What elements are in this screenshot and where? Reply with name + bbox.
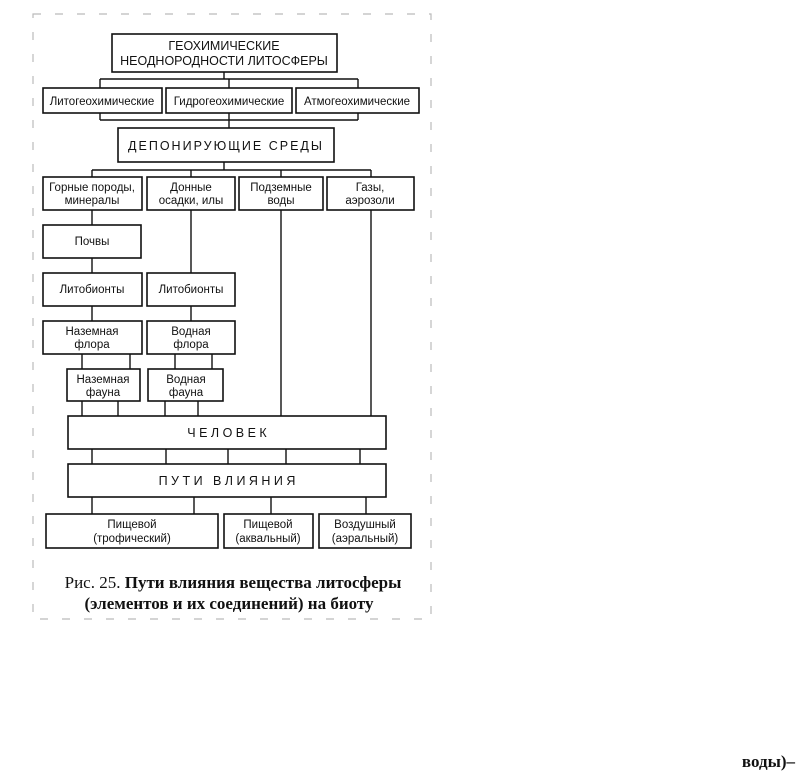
node-label-line2: (аквальный) <box>235 533 300 545</box>
node-label: Почвы <box>75 236 110 248</box>
caption-title-part1: Пути влияния вещества литосферы <box>125 573 402 592</box>
node-label-line2: НЕОДНОРОДНОСТИ ЛИТОСФЕРЫ <box>120 54 328 68</box>
node-label-line2: флора <box>74 339 110 351</box>
node-label-line2: (аэральный) <box>332 533 399 545</box>
node-label-line1: Наземная <box>77 374 130 386</box>
page-frame <box>32 13 432 620</box>
node-water-fauna: Водная фауна <box>147 368 224 402</box>
node-groundwater: Подземные воды <box>238 176 324 211</box>
node-label: П У Т И В Л И Я Н И Я <box>159 474 296 488</box>
node-label-line1: Водная <box>166 374 206 386</box>
node-label-line1: Газы, <box>356 182 385 194</box>
node-gases-aerosols: Газы, аэрозоли <box>326 176 415 211</box>
caption-prefix: Рис. 25. <box>65 573 125 592</box>
node-geochemical-heterogeneity: ГЕОХИМИЧЕСКИЕ НЕОДНОРОДНОСТИ ЛИТОСФЕРЫ <box>111 33 338 73</box>
node-label-line1: Горные породы, <box>49 182 135 194</box>
node-atmogeochemical: Атмогеохимические <box>295 87 420 114</box>
node-label-line1: Наземная <box>66 326 119 338</box>
node-label-line1: Воздушный <box>334 519 396 531</box>
node-bottom-sediments: Донные осадки, илы <box>146 176 236 211</box>
node-label-line1: Пищевой <box>107 519 156 531</box>
node-label: Атмогеохимические <box>304 96 410 108</box>
node-lithobionts-right: Литобионты <box>146 272 236 307</box>
node-label: Литобионты <box>159 284 224 296</box>
node-label-line1: Пищевой <box>243 519 292 531</box>
node-land-flora: Наземная флора <box>42 320 143 355</box>
node-airborne: Воздушный (аэральный) <box>318 513 412 549</box>
connectors <box>81 72 372 514</box>
figure-caption-line2: (элементов и их соединений) на биоту <box>84 594 374 613</box>
node-label-line1: Водная <box>171 326 211 338</box>
node-paths-of-influence: П У Т И В Л И Я Н И Я <box>67 463 387 498</box>
node-lithobionts-left: Литобионты <box>42 272 143 307</box>
node-rocks-minerals: Горные породы, минералы <box>42 176 143 211</box>
node-label-line2: воды <box>267 195 294 207</box>
node-trophic: Пищевой (трофический) <box>45 513 219 549</box>
node-label: ДЕПОНИРУЮЩИЕ СРЕДЫ <box>128 139 324 153</box>
node-label-line1: Подземные <box>250 182 312 194</box>
node-label-line2: флора <box>173 339 209 351</box>
node-human: Ч Е Л О В Е К <box>67 415 387 450</box>
node-label: Литобионты <box>60 284 125 296</box>
stray-text: воды)– <box>742 752 796 771</box>
node-label-line1: ГЕОХИМИЧЕСКИЕ <box>168 39 279 53</box>
node-water-flora: Водная флора <box>146 320 236 355</box>
node-label-line2: минералы <box>65 195 120 207</box>
node-soils: Почвы <box>42 224 142 259</box>
node-label-line2: фауна <box>86 387 121 399</box>
node-hydrogeochemical: Гидрогеохимические <box>165 87 293 114</box>
node-label-line2: аэрозоли <box>345 195 394 207</box>
node-label-line2: осадки, илы <box>159 195 224 207</box>
node-aqueous: Пищевой (аквальный) <box>223 513 314 549</box>
figure-caption-line1: Рис. 25. Пути влияния вещества литосферы <box>65 573 402 592</box>
node-label-line2: (трофический) <box>93 533 171 545</box>
node-label-line2: фауна <box>169 387 204 399</box>
node-land-fauna: Наземная фауна <box>66 368 141 402</box>
node-label: Ч Е Л О В Е К <box>187 426 267 440</box>
node-lithogeochemical: Литогеохимические <box>42 87 163 114</box>
node-label: Литогеохимические <box>50 96 155 108</box>
node-label: Гидрогеохимические <box>174 96 285 108</box>
node-depositing-media: ДЕПОНИРУЮЩИЕ СРЕДЫ <box>117 127 335 163</box>
node-label-line1: Донные <box>170 182 212 194</box>
